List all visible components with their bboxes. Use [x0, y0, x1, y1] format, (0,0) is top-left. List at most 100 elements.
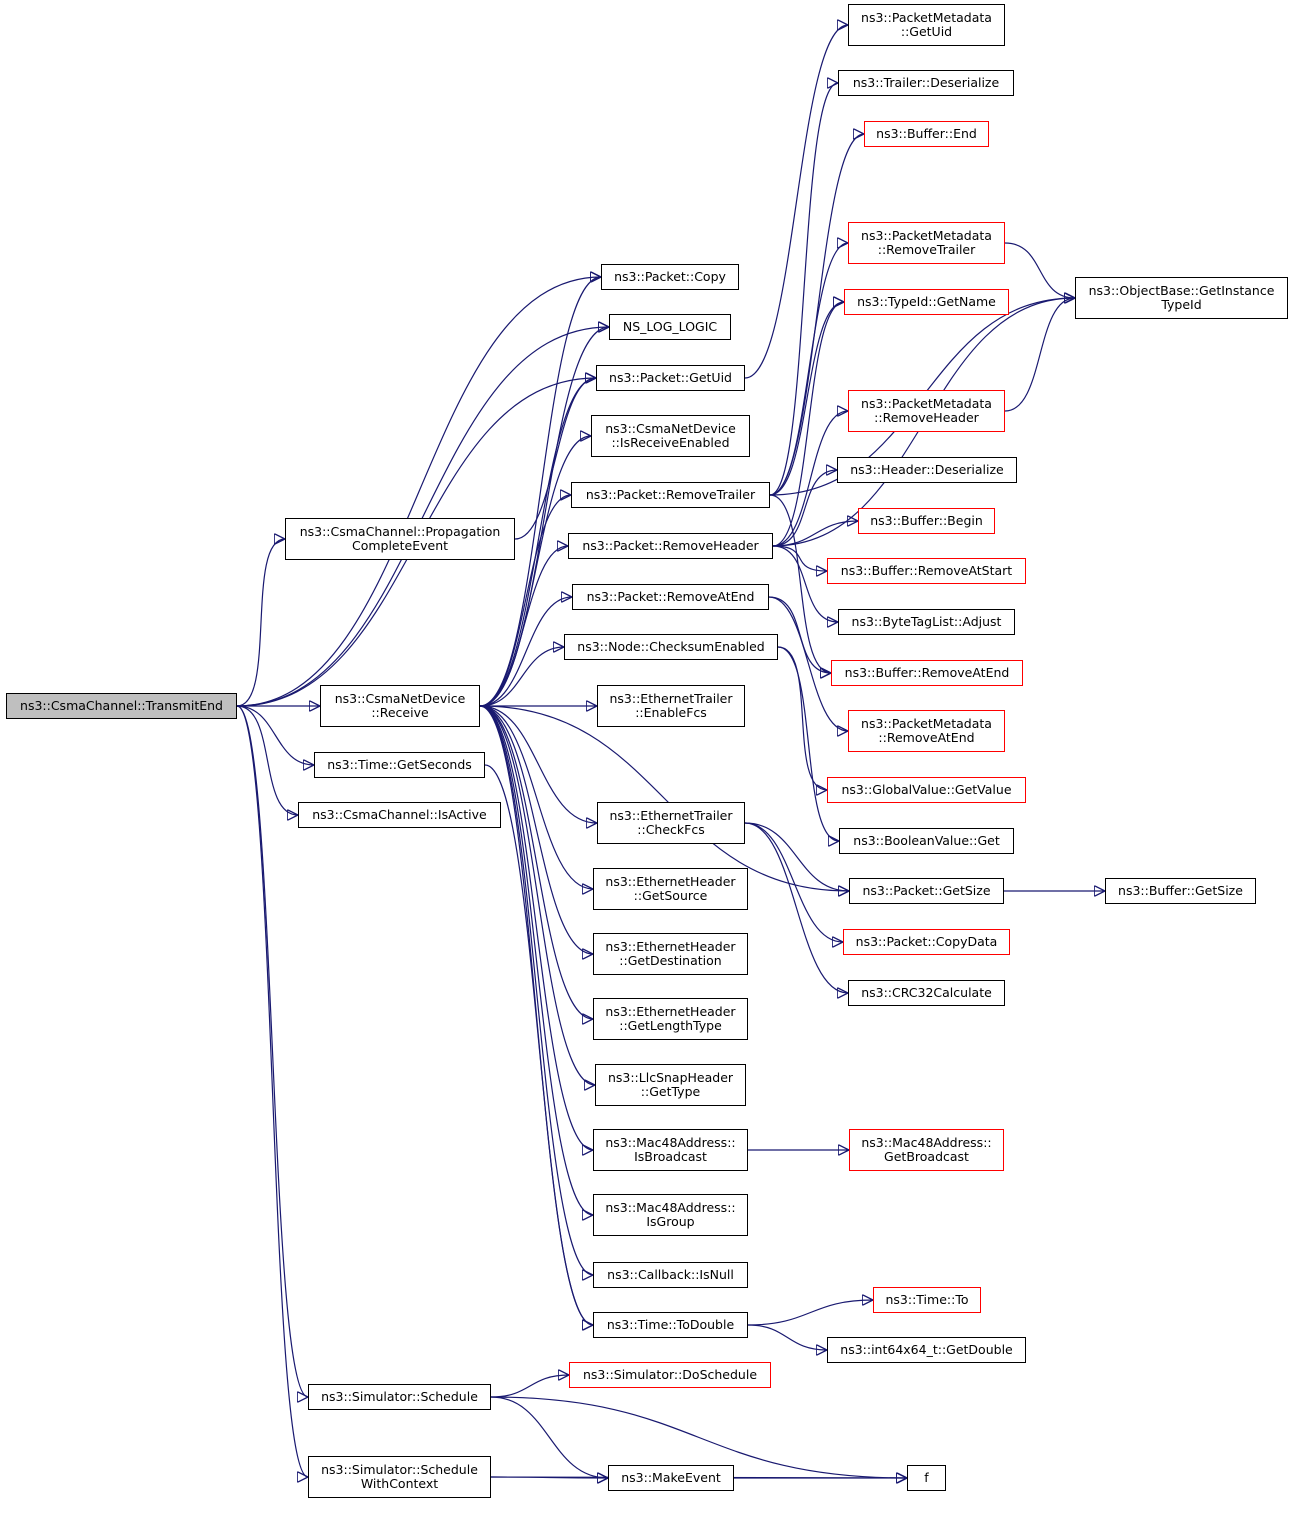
node-label-line: ns3::Mac48Address:: [605, 1200, 736, 1215]
node-label-line: ns3::Trailer::Deserialize [852, 75, 1000, 90]
node-llc-snap-header-gettype[interactable]: ns3::LlcSnapHeader::GetType [595, 1064, 746, 1106]
node-buffer-begin[interactable]: ns3::Buffer::Begin [858, 508, 995, 534]
node-time-getseconds[interactable]: ns3::Time::GetSeconds [314, 752, 485, 778]
node-label-line: ::GetUid [900, 24, 953, 39]
edge-packet_remove_header-to-typeid_getname [772, 302, 845, 547]
edge-eth_trailer_checkfcs-to-packet_copydata [744, 822, 843, 942]
node-time-todouble[interactable]: ns3::Time::ToDouble [593, 1312, 748, 1338]
node-transmit-end: ns3::CsmaChannel::TransmitEnd [6, 693, 237, 719]
node-globalvalue-getvalue[interactable]: ns3::GlobalValue::GetValue [827, 777, 1026, 803]
node-label-line: ns3::CsmaChannel::Propagation [299, 524, 501, 539]
node-mac48-isbroadcast[interactable]: ns3::Mac48Address::IsBroadcast [593, 1129, 748, 1171]
node-label-line: ns3::int64x64_t::GetDouble [840, 1342, 1013, 1357]
node-int64x64-getdouble[interactable]: ns3::int64x64_t::GetDouble [827, 1337, 1026, 1363]
node-callback-isnull[interactable]: ns3::Callback::IsNull [593, 1262, 748, 1288]
edge-packet_remove_trailer-to-typeid_getname [769, 302, 845, 496]
node-packet-remove-header[interactable]: ns3::Packet::RemoveHeader [568, 533, 773, 559]
node-label-line: ns3::EthernetHeader [605, 874, 736, 889]
node-label-line: ns3::Packet::GetSize [862, 883, 991, 898]
node-packet-remove-trailer[interactable]: ns3::Packet::RemoveTrailer [571, 482, 770, 508]
node-label-line: ns3::PacketMetadata [861, 716, 992, 731]
node-buffer-end[interactable]: ns3::Buffer::End [864, 121, 989, 147]
edge-propagation_complete-to-packet_getuid [514, 378, 597, 540]
node-label-line: ns3::Simulator::DoSchedule [582, 1367, 758, 1382]
node-label-line: ns3::TypeId::GetName [857, 294, 996, 309]
edge-time_todouble-to-int64_getdouble [747, 1324, 827, 1350]
node-eth-header-getlengthtype[interactable]: ns3::EthernetHeader::GetLengthType [593, 998, 748, 1040]
node-label-line: ns3::EthernetTrailer [609, 808, 733, 823]
node-label-line: ::RemoveAtEnd [878, 730, 975, 745]
node-label-line: ::Receive [371, 705, 429, 720]
node-eth-header-getdestination[interactable]: ns3::EthernetHeader::GetDestination [593, 933, 748, 975]
node-label-line: ns3::ObjectBase::GetInstance [1088, 283, 1275, 298]
node-mac48-isgroup[interactable]: ns3::Mac48Address::IsGroup [593, 1194, 748, 1236]
node-time-to[interactable]: ns3::Time::To [873, 1287, 981, 1313]
node-label-line: ::GetLengthType [619, 1018, 722, 1033]
node-booleanvalue-get[interactable]: ns3::BooleanValue::Get [839, 828, 1014, 854]
node-label-line: ns3::LlcSnapHeader [607, 1070, 734, 1085]
edge-csma_receive-to-packet_remove_atend [479, 597, 572, 707]
node-label-line: ::GetDestination [619, 953, 722, 968]
node-eth-trailer-enablefcs[interactable]: ns3::EthernetTrailer::EnableFcs [597, 685, 745, 727]
node-crc32-calculate[interactable]: ns3::CRC32Calculate [848, 980, 1005, 1006]
node-label-line: ns3::Simulator::Schedule [321, 1462, 478, 1477]
node-label-line: ns3::CsmaNetDevice [334, 691, 466, 706]
node-channel-isactive[interactable]: ns3::CsmaChannel::IsActive [298, 802, 501, 828]
node-packet-remove-atend[interactable]: ns3::Packet::RemoveAtEnd [572, 584, 769, 610]
node-mac48-getbroadcast[interactable]: ns3::Mac48Address::GetBroadcast [849, 1129, 1004, 1171]
node-make-event[interactable]: ns3::MakeEvent [608, 1465, 734, 1491]
edge-sim_schedule-to-sim_doschedule [490, 1375, 569, 1398]
node-packet-getuid[interactable]: ns3::Packet::GetUid [596, 365, 745, 391]
node-label-line: ns3::Time::GetSeconds [327, 757, 472, 772]
node-packetmetadata-getuid[interactable]: ns3::PacketMetadata::GetUid [848, 4, 1005, 46]
edge-csma_receive-to-packet_getuid [479, 378, 596, 707]
node-label-line: ns3::EthernetHeader [605, 1004, 736, 1019]
node-label-line: ns3::Time::ToDouble [606, 1317, 735, 1332]
node-typeid-getname[interactable]: ns3::TypeId::GetName [844, 289, 1009, 315]
node-packet-copy[interactable]: ns3::Packet::Copy [601, 264, 739, 290]
node-eth-header-getsource[interactable]: ns3::EthernetHeader::GetSource [593, 868, 748, 910]
node-ns-log-logic[interactable]: NS_LOG_LOGIC [609, 314, 731, 340]
node-label-line: ns3::Buffer::RemoveAtStart [840, 563, 1013, 578]
edge-transmit_end-to-channel_isactive [236, 705, 298, 815]
node-label-line: CompleteEvent [351, 538, 449, 553]
edge-transmit_end-to-sim_schedule_ctx [236, 705, 309, 1477]
node-packetmetadata-removeheader[interactable]: ns3::PacketMetadata::RemoveHeader [848, 390, 1005, 432]
node-packet-copydata[interactable]: ns3::Packet::CopyData [843, 929, 1010, 955]
edge-packet_remove_trailer-to-pm_removetrailer [769, 243, 849, 496]
node-trailer-deserialize[interactable]: ns3::Trailer::Deserialize [838, 70, 1014, 96]
edge-csma_receive-to-packet_getsize [479, 705, 849, 891]
node-label-line: ::RemoveTrailer [877, 242, 976, 257]
edge-csma_receive-to-node_checksum [479, 647, 564, 707]
node-header-deserialize[interactable]: ns3::Header::Deserialize [837, 457, 1017, 483]
node-node-checksum-enabled[interactable]: ns3::Node::ChecksumEnabled [564, 634, 778, 660]
node-f[interactable]: f [907, 1465, 946, 1491]
node-packetmetadata-removeatend[interactable]: ns3::PacketMetadata::RemoveAtEnd [848, 710, 1005, 752]
edge-eth_trailer_checkfcs-to-crc32_calculate [744, 822, 848, 993]
node-eth-trailer-checkfcs[interactable]: ns3::EthernetTrailer::CheckFcs [597, 802, 745, 844]
node-sim-doschedule[interactable]: ns3::Simulator::DoSchedule [569, 1362, 771, 1388]
node-csma-receive[interactable]: ns3::CsmaNetDevice::Receive [320, 685, 480, 727]
node-buffer-removeatend[interactable]: ns3::Buffer::RemoveAtEnd [831, 660, 1023, 686]
node-bytetaglist-adjust[interactable]: ns3::ByteTagList::Adjust [838, 609, 1015, 635]
edge-packet_getuid-to-pm_getuid [744, 25, 848, 379]
node-packetmetadata-removetrailer[interactable]: ns3::PacketMetadata::RemoveTrailer [848, 222, 1005, 264]
edge-transmit_end-to-propagation_complete [236, 539, 286, 707]
edge-csma_receive-to-is_receive_enabled [479, 436, 591, 707]
node-sim-schedule[interactable]: ns3::Simulator::Schedule [308, 1384, 491, 1410]
node-packet-getsize[interactable]: ns3::Packet::GetSize [849, 878, 1004, 904]
node-label-line: f [924, 1470, 929, 1485]
node-label-line: ns3::CsmaChannel::TransmitEnd [20, 698, 223, 713]
node-is-receive-enabled[interactable]: ns3::CsmaNetDevice::IsReceiveEnabled [591, 415, 750, 457]
node-buffer-getsize[interactable]: ns3::Buffer::GetSize [1105, 878, 1256, 904]
edge-csma_receive-to-packet_remove_trailer [479, 495, 571, 707]
edge-transmit_end-to-sim_schedule [236, 705, 309, 1397]
node-buffer-removeatstart[interactable]: ns3::Buffer::RemoveAtStart [827, 558, 1026, 584]
edge-sim_schedule-to-make_event [490, 1396, 608, 1478]
node-label-line: ns3::MakeEvent [621, 1470, 721, 1485]
node-label-line: ::GetType [640, 1084, 701, 1099]
